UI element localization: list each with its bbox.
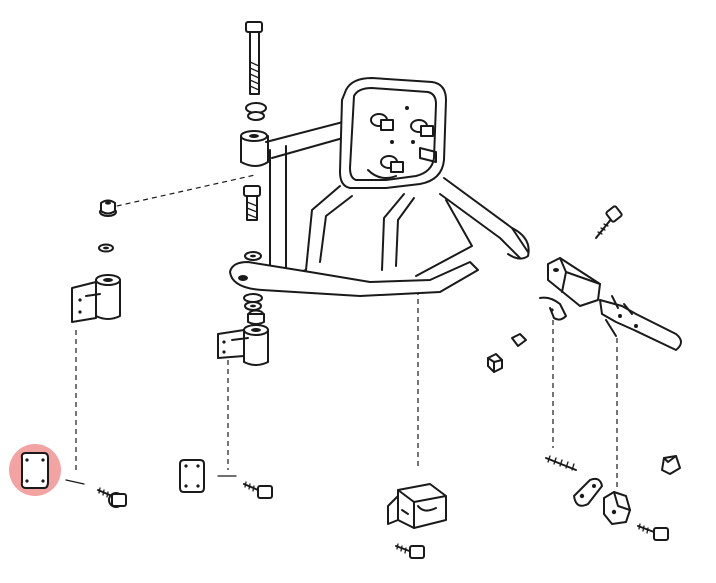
flange-nut (99, 199, 117, 217)
long-bolt (245, 21, 263, 95)
leader-lines (75, 174, 618, 488)
angled-bolt (595, 205, 623, 239)
spacer-stack (243, 293, 265, 325)
small-nut-a (511, 333, 527, 347)
center-hinge-bracket (217, 324, 269, 366)
rubber-bumper (661, 455, 681, 475)
pivot-bracket (603, 491, 631, 525)
right-flange-bolt (637, 523, 669, 541)
latch-bracket (547, 257, 601, 307)
rubber-isolator (387, 483, 447, 529)
short-bolt (243, 185, 261, 221)
center-flange-bolt (243, 481, 273, 499)
upper-washer (245, 102, 267, 121)
hook-clip (539, 296, 567, 321)
main-frame (229, 77, 530, 297)
mount-plate[interactable] (9, 444, 61, 496)
latch-lever (599, 295, 682, 351)
plate-studs (367, 106, 437, 179)
small-nut-b (487, 353, 503, 373)
center-mount-plate (179, 459, 205, 493)
mid-washer (244, 251, 262, 261)
left-hinge-bracket (71, 274, 121, 323)
lock-washer (98, 243, 114, 253)
threaded-stud (545, 455, 577, 471)
bottom-flange-bolt (395, 543, 425, 559)
link-plate (573, 477, 603, 507)
left-flange-bolt (97, 487, 127, 508)
